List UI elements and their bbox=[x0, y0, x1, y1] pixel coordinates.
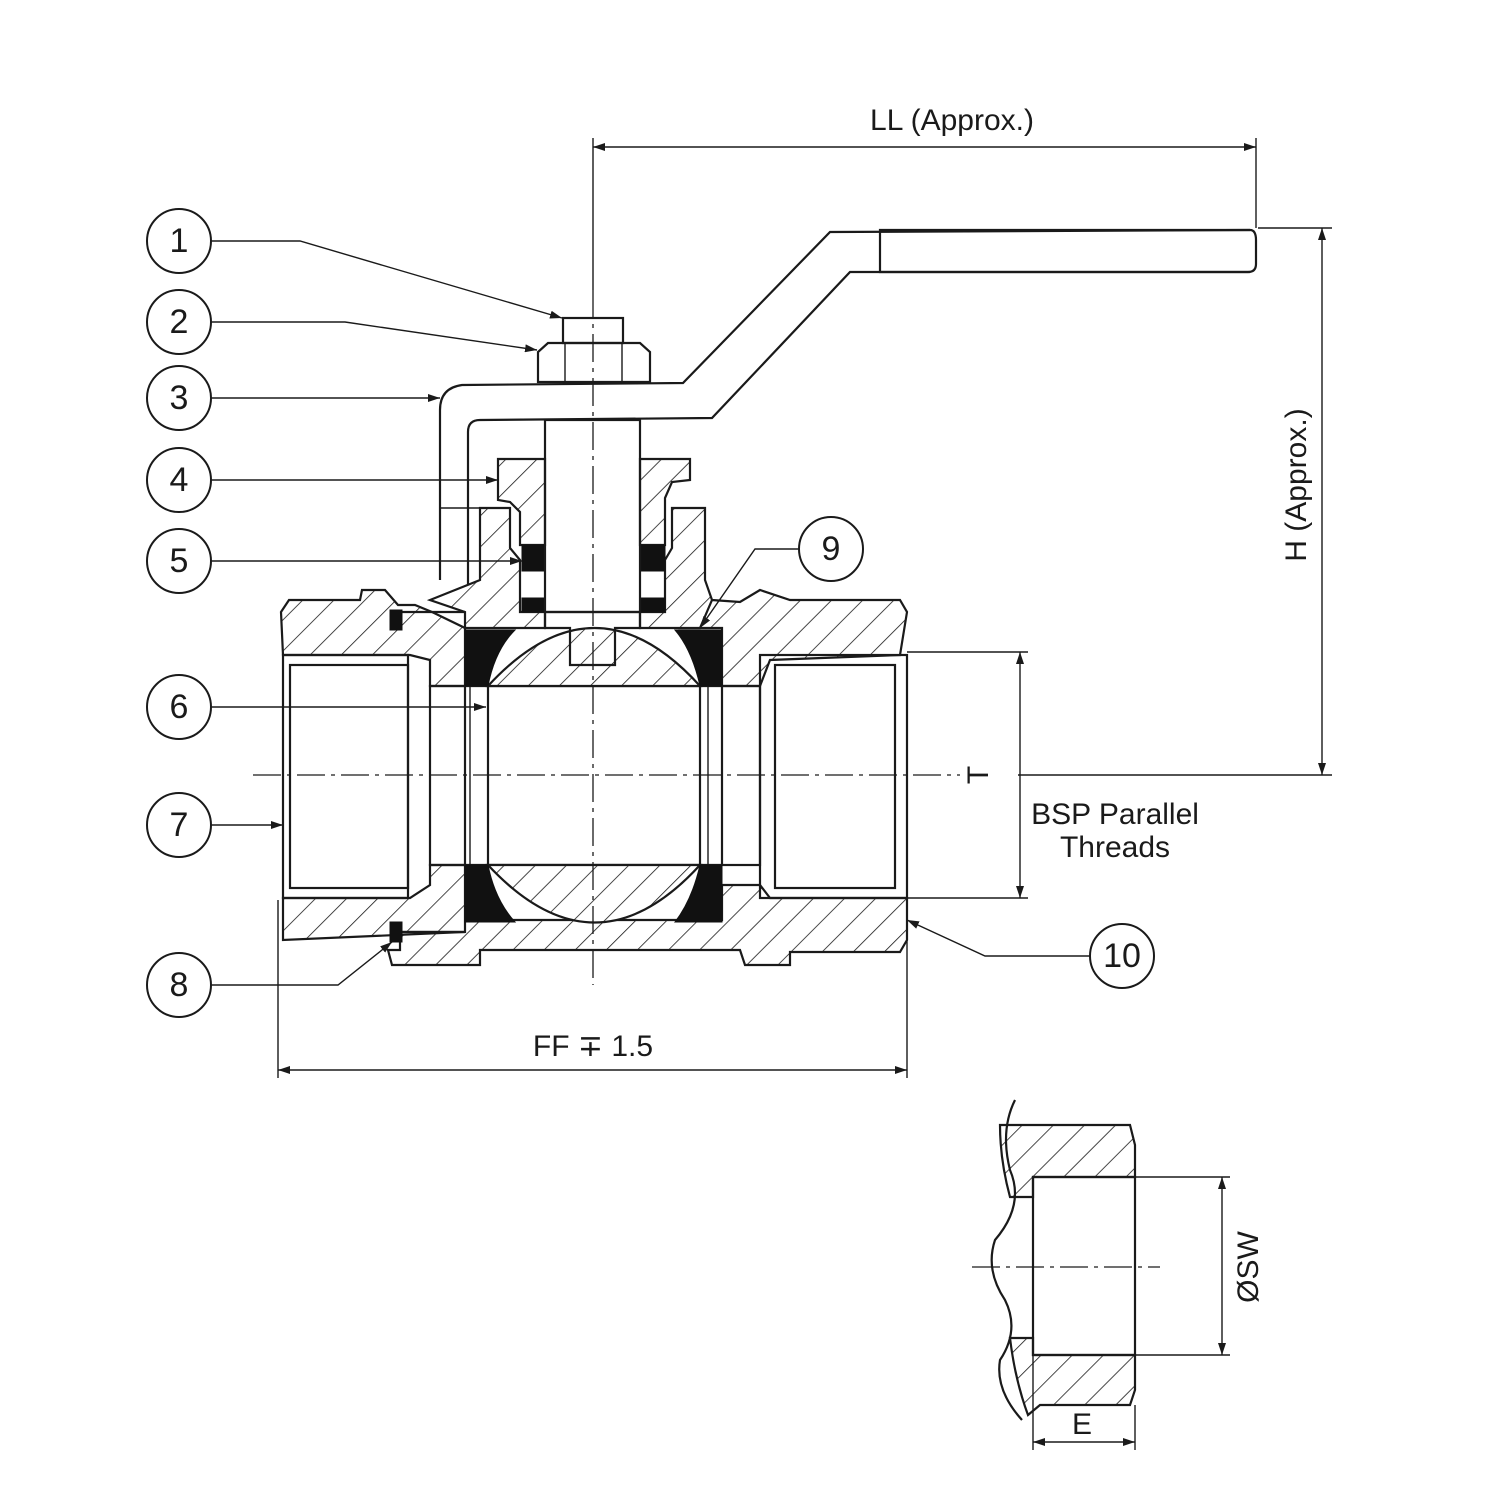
lever-handle bbox=[438, 228, 1258, 585]
balloon-7: 7 bbox=[146, 792, 283, 858]
bsp-note-line1: BSP Parallel bbox=[1031, 798, 1199, 831]
leader-1 bbox=[211, 240, 563, 319]
seat-upper-right bbox=[673, 629, 723, 687]
left-port-bore bbox=[281, 653, 410, 900]
ball-lower bbox=[485, 863, 703, 924]
balloon-circle-5 bbox=[146, 528, 212, 594]
dimension-t: T bbox=[907, 651, 1028, 899]
body-seal-bottom bbox=[389, 921, 403, 943]
body-seal-top bbox=[389, 609, 403, 631]
balloon-label-4: 4 bbox=[170, 461, 189, 499]
balloon-circle-7 bbox=[146, 792, 212, 858]
leader-2 bbox=[211, 321, 538, 353]
right-port-bore bbox=[758, 653, 909, 900]
ball-upper bbox=[485, 627, 703, 688]
hex-nut bbox=[536, 341, 652, 384]
stem-assembly bbox=[536, 316, 652, 667]
leader-8 bbox=[211, 941, 393, 986]
seats-and-seals bbox=[389, 544, 723, 943]
stem-tang bbox=[543, 610, 642, 667]
balloon-2: 2 bbox=[146, 289, 538, 355]
body-neck-right bbox=[638, 506, 714, 630]
handle-grip bbox=[878, 228, 1258, 274]
balloon-label-3: 3 bbox=[170, 379, 189, 417]
balloon-5: 5 bbox=[146, 528, 522, 594]
balloon-8: 8 bbox=[146, 941, 393, 1018]
stem-packing-right bbox=[639, 544, 666, 572]
leader-10 bbox=[906, 919, 1090, 957]
balloon-circle-3 bbox=[146, 365, 212, 431]
balloon-circle-8 bbox=[146, 952, 212, 1018]
balloon-label-5: 5 bbox=[170, 542, 189, 580]
right-port-thread bbox=[773, 663, 897, 890]
body-upper-wall bbox=[279, 588, 467, 688]
handle-outer bbox=[438, 228, 1251, 580]
dimension-h: H (Approx.) bbox=[1018, 227, 1332, 776]
valve-body-section bbox=[279, 457, 909, 967]
socket-weld-detail: ØSW E bbox=[972, 1099, 1265, 1450]
sw-label: ØSW bbox=[1232, 1230, 1265, 1302]
seat-lower-left bbox=[464, 864, 517, 923]
bsp-note: BSP Parallel Threads bbox=[1031, 798, 1199, 864]
detail-lower-wall bbox=[1008, 1336, 1137, 1417]
balloon-circle-2 bbox=[146, 289, 212, 355]
balloon-label-10: 10 bbox=[1103, 937, 1141, 975]
e-label: E bbox=[1072, 1408, 1092, 1441]
ll-label: LL (Approx.) bbox=[870, 104, 1034, 137]
leader-9 bbox=[699, 548, 799, 629]
t-label: T bbox=[962, 766, 995, 784]
seat-lower-right bbox=[673, 864, 723, 923]
balloon-label-2: 2 bbox=[170, 303, 189, 341]
balloon-circle-6 bbox=[146, 674, 212, 740]
balloon-circle-1 bbox=[146, 208, 212, 274]
balloon-label-8: 8 bbox=[170, 966, 189, 1004]
balloon-circle-9 bbox=[798, 516, 864, 582]
detail-socket-bore bbox=[1031, 1175, 1137, 1357]
stem-seal-left bbox=[521, 597, 546, 613]
balloon-label-7: 7 bbox=[170, 806, 189, 844]
handle-inner bbox=[466, 270, 1250, 585]
left-port-thread bbox=[288, 663, 410, 890]
dimension-ll: LL (Approx.) bbox=[592, 104, 1257, 290]
stem-seal-right bbox=[639, 597, 666, 613]
balloon-label-9: 9 bbox=[822, 530, 841, 568]
balloon-10: 10 bbox=[906, 919, 1155, 989]
ff-label: FF ∓ 1.5 bbox=[533, 1030, 653, 1063]
dimension-ff: FF ∓ 1.5 bbox=[277, 900, 908, 1078]
seat-upper-left bbox=[464, 629, 517, 687]
balloon-label-1: 1 bbox=[170, 222, 189, 260]
h-label: H (Approx.) bbox=[1280, 408, 1313, 561]
balloon-3: 3 bbox=[146, 365, 440, 431]
detail-upper-wall bbox=[998, 1123, 1137, 1199]
bsp-note-line2: Threads bbox=[1060, 831, 1170, 864]
balloon-4: 4 bbox=[146, 447, 498, 513]
balloon-9: 9 bbox=[699, 516, 864, 629]
ball bbox=[469, 627, 709, 924]
balloon-circle-4 bbox=[146, 447, 212, 513]
detail-break-line bbox=[990, 1099, 1023, 1421]
balloon-label-6: 6 bbox=[170, 688, 189, 726]
balloon-6: 6 bbox=[146, 674, 486, 740]
balloon-circle-10 bbox=[1089, 923, 1155, 989]
balloon-1: 1 bbox=[146, 208, 563, 319]
stem-packing-left bbox=[521, 544, 546, 572]
